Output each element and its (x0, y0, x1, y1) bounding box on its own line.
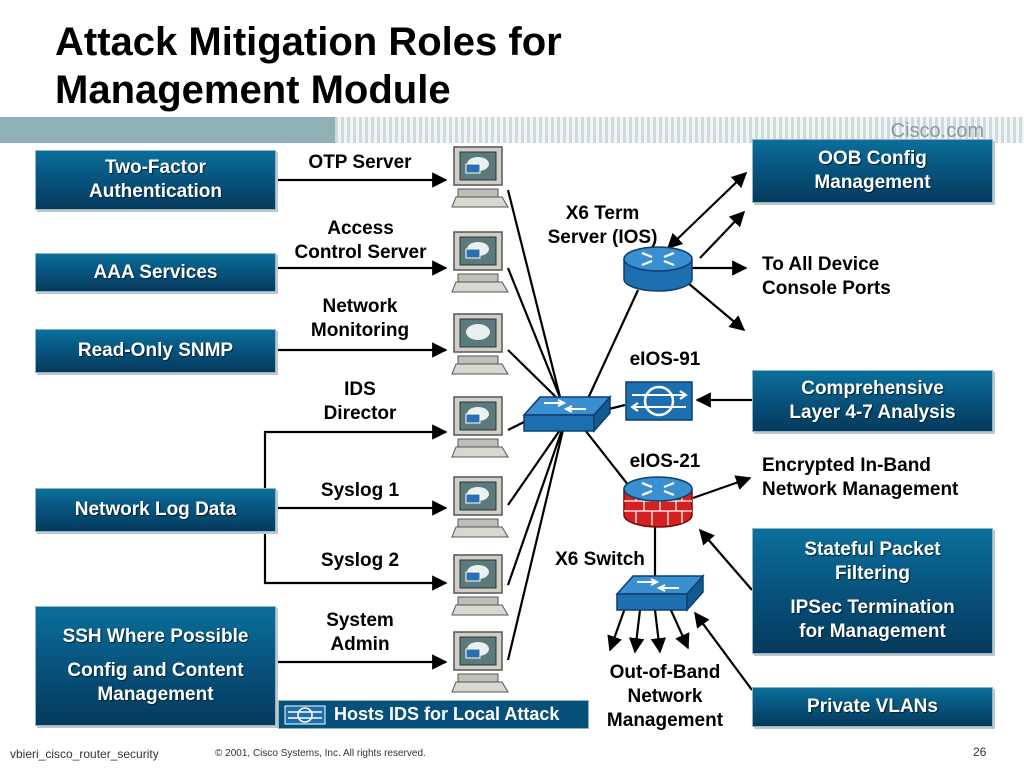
oob-config-box: OOB Config Management (752, 139, 993, 203)
oob-net-line-3: Management (606, 710, 724, 731)
aaa-services-label: AAA Services (93, 261, 218, 283)
otp-server-text: OTP Server (308, 152, 412, 173)
switch-icon (615, 574, 705, 612)
server-icon (451, 554, 509, 616)
x6-switch-label: X6 Switch (535, 548, 665, 572)
console-line-1: To All Device (762, 254, 880, 275)
inband-management-label: Encrypted In-Band Network Management (762, 454, 1012, 502)
network-log-data-label: Network Log Data (74, 499, 237, 520)
ids-director-label: IDS Director (285, 378, 435, 426)
server-icon (451, 231, 509, 293)
ids-sensor-icon (284, 705, 326, 724)
syslog-1-text: Syslog 1 (320, 480, 400, 501)
config-line-1: Config and Content (67, 660, 244, 681)
network-monitoring-label: Network Monitoring (285, 295, 435, 343)
term-server-label: X6 Term Server (IOS) (530, 202, 675, 250)
header-band-hatch (335, 117, 1024, 143)
term-line-1: X6 Term (565, 203, 640, 224)
console-ports-label: To All Device Console Ports (762, 253, 942, 301)
syslog-1-label: Syslog 1 (285, 479, 435, 503)
stateful-ipsec-box: Stateful Packet Filtering IPSec Terminat… (752, 528, 993, 654)
ids-line-1: IDS (344, 379, 376, 400)
inband-line-2: Network Management (762, 479, 959, 500)
oob-line-1: OOB Config (818, 148, 927, 169)
private-vlans-label: Private VLANs (807, 696, 938, 717)
oob-network-label: Out-of-Band Network Management (590, 661, 740, 733)
two-factor-auth-box: Two-Factor Authentication (35, 150, 276, 210)
ipsec-line-2: for Management (799, 621, 946, 642)
oob-net-line-1: Out-of-Band (609, 662, 721, 683)
header-band-solid (0, 117, 335, 143)
oob-net-line-2: Network (627, 686, 703, 707)
config-line-2: Management (97, 684, 214, 705)
server-icon (451, 631, 509, 693)
otp-server-label: OTP Server (285, 151, 435, 175)
stateful-line-2: Filtering (835, 563, 910, 584)
ipsec-line-1: IPSec Termination (790, 597, 955, 618)
switch-icon (522, 395, 612, 433)
read-only-snmp-box: Read-Only SNMP (35, 329, 276, 373)
ids-sensor-icon (625, 381, 693, 421)
footer-author: vbieri_cisco_router_security (10, 747, 159, 761)
ids-line-2: Director (323, 403, 397, 424)
term-line-2: Server (IOS) (547, 227, 658, 248)
oob-line-2: Management (814, 172, 931, 193)
read-only-snmp-label: Read-Only SNMP (77, 340, 234, 361)
private-vlans-box: Private VLANs (752, 687, 993, 727)
router-icon (623, 246, 693, 292)
access-control-server-label: Access Control Server (278, 217, 443, 265)
layer-analysis-box: Comprehensive Layer 4-7 Analysis (752, 370, 993, 432)
admin-line-2: Admin (330, 634, 390, 655)
network-log-data-box: Network Log Data (35, 488, 276, 532)
eios-91-label: eIOS-91 (610, 348, 720, 372)
console-line-2: Console Ports (762, 278, 891, 299)
eios-21-label: eIOS-21 (610, 450, 720, 474)
acs-line-2: Control Server (294, 242, 427, 263)
syslog-2-label: Syslog 2 (285, 549, 435, 573)
syslog-2-text: Syslog 2 (320, 550, 400, 571)
system-admin-label: System Admin (285, 609, 435, 657)
title-line-1: Attack Mitigation Roles for (55, 20, 562, 64)
monitoring-line-2: Monitoring (310, 320, 410, 341)
server-icon (451, 476, 509, 538)
legend-label: Hosts IDS for Local Attack (334, 704, 560, 724)
ssh-label: SSH Where Possible (62, 626, 249, 647)
page-number: 26 (973, 745, 987, 759)
two-factor-line-1: Two-Factor (105, 157, 206, 178)
legend: Hosts IDS for Local Attack (278, 700, 589, 729)
stateful-line-1: Stateful Packet (804, 539, 941, 560)
acs-line-1: Access (327, 218, 394, 239)
server-icon (451, 313, 509, 375)
two-factor-line-2: Authentication (89, 181, 222, 202)
eios-91-text: eIOS-91 (629, 349, 701, 370)
eios-21-text: eIOS-21 (629, 451, 701, 472)
admin-line-1: System (326, 610, 394, 631)
slide-title: Attack Mitigation Roles for Management M… (55, 18, 562, 114)
server-icon (451, 396, 509, 458)
inband-line-1: Encrypted In-Band (762, 455, 931, 476)
server-icon (451, 146, 509, 208)
footer-copyright: © 2001, Cisco Systems, Inc. All rights r… (215, 748, 426, 759)
brand-link[interactable]: Cisco.com (890, 120, 984, 142)
aaa-services-box: AAA Services (35, 253, 276, 292)
firewall-router-icon (623, 476, 693, 528)
analysis-line-2: Layer 4-7 Analysis (789, 402, 956, 423)
title-line-2: Management Module (55, 68, 451, 112)
monitoring-line-1: Network (322, 296, 398, 317)
analysis-line-1: Comprehensive (801, 378, 944, 399)
ssh-config-box: SSH Where Possible Config and Content Ma… (35, 606, 276, 726)
x6-switch-text: X6 Switch (555, 549, 645, 570)
header-band (0, 117, 1024, 143)
